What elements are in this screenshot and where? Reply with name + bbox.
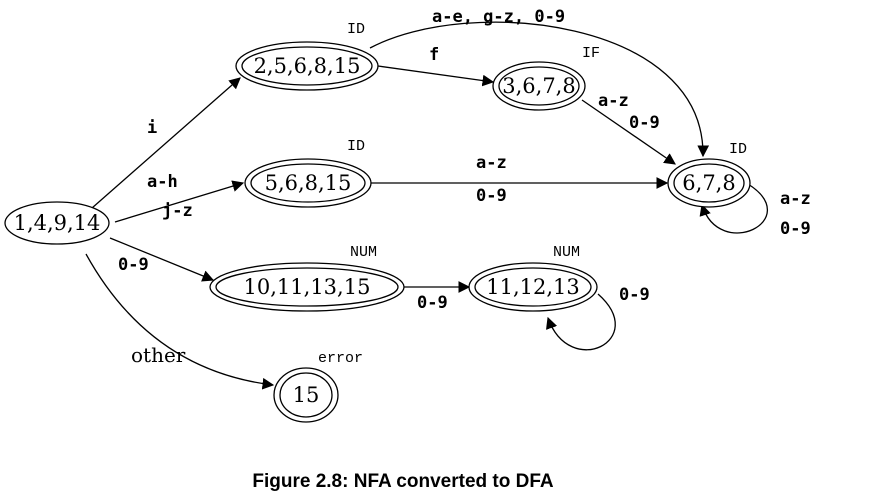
edge-label-s3-s4-a: a-z xyxy=(476,153,507,173)
edge-label-s0-s1: i xyxy=(147,118,157,138)
edge-s0-s5 xyxy=(109,237,215,282)
edge-label-s2-s4-a: a-z xyxy=(598,91,629,111)
edge-label-s3-s4-b: 0-9 xyxy=(476,186,507,206)
edge-label-s1-s2: f xyxy=(429,45,439,65)
edge-labels: i a-h j-z 0-9 other f a-e, g-z, 0-9 a-z … xyxy=(118,7,811,367)
edge-label-s4-loop-a: a-z xyxy=(780,189,811,209)
token-s5: NUM xyxy=(350,244,377,261)
edge-s0-s1 xyxy=(91,77,241,209)
state-s7-label: 15 xyxy=(293,383,320,407)
edge-s4-loop xyxy=(699,183,768,234)
edge-label-s2-s4-b: 0-9 xyxy=(629,113,660,133)
state-s6: 11,12,13 xyxy=(468,262,598,312)
edge-label-s0-s3-b: j-z xyxy=(162,201,193,221)
state-s4-label: 6,7,8 xyxy=(682,171,735,195)
edge-label-s4-loop-b: 0-9 xyxy=(780,219,811,239)
edge-label-s0-s7: other xyxy=(131,343,186,367)
edges xyxy=(85,21,768,390)
state-s7: 15 xyxy=(273,367,339,423)
edge-label-s5-s6: 0-9 xyxy=(417,293,448,313)
token-s1: ID xyxy=(347,21,365,38)
state-s3-label: 5,6,8,15 xyxy=(265,171,352,195)
state-s0-label: 1,4,9,14 xyxy=(14,211,101,235)
edge-label-s6-loop: 0-9 xyxy=(619,285,650,305)
state-s2: 3,6,7,8 xyxy=(492,61,586,111)
state-s5-label: 10,11,13,15 xyxy=(244,275,371,299)
edge-s2-s4 xyxy=(581,99,676,165)
token-s7: error xyxy=(318,350,363,367)
edge-s1-s4 xyxy=(369,21,709,158)
state-s6-label: 11,12,13 xyxy=(486,275,580,299)
edge-label-s0-s3-a: a-h xyxy=(147,172,178,192)
token-labels: ID IF ID ID NUM NUM error xyxy=(318,21,747,367)
edge-s0-s3 xyxy=(114,180,245,223)
state-s4: 6,7,8 xyxy=(667,158,751,208)
token-s2: IF xyxy=(582,45,600,62)
state-s1-label: 2,5,6,8,15 xyxy=(254,54,361,78)
state-s0: 1,4,9,14 xyxy=(4,201,110,245)
state-s1: 2,5,6,8,15 xyxy=(235,41,379,91)
edge-label-s1-s4: a-e, g-z, 0-9 xyxy=(432,7,565,27)
token-s4: ID xyxy=(729,141,747,158)
edge-s0-s7 xyxy=(85,253,275,390)
token-s6: NUM xyxy=(553,244,580,261)
edge-s1-s2 xyxy=(377,65,495,87)
state-s3: 5,6,8,15 xyxy=(244,158,372,208)
token-s3: ID xyxy=(347,138,365,155)
edge-label-s0-s5: 0-9 xyxy=(118,255,149,275)
edge-s6-loop xyxy=(546,293,616,351)
state-s2-label: 3,6,7,8 xyxy=(502,74,575,98)
figure-caption: Figure 2.8: NFA converted to DFA xyxy=(252,471,554,492)
state-s5: 10,11,13,15 xyxy=(209,262,405,312)
